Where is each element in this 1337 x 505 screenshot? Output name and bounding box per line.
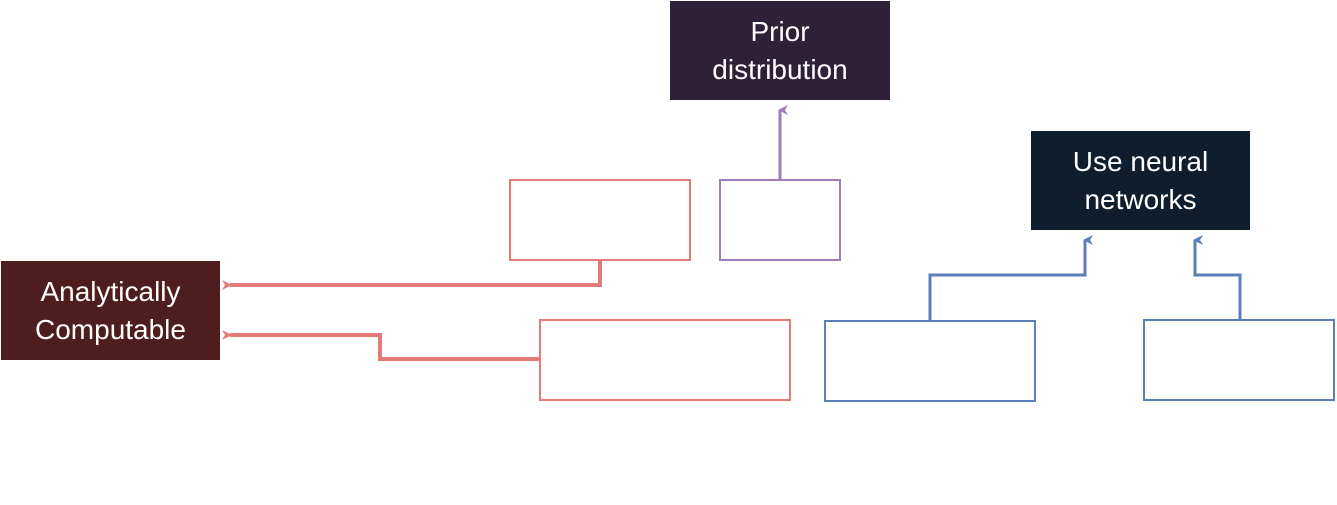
empty-box-red-top	[509, 179, 691, 261]
empty-box-purple	[719, 179, 841, 261]
neural-networks-box: Use neural networks	[1031, 131, 1250, 230]
prior-distribution-label: Prior distribution	[712, 15, 848, 85]
connector-blue-left	[928, 235, 1093, 320]
connector-red-top	[222, 261, 602, 290]
neural-networks-label: Use neural networks	[1072, 145, 1209, 215]
empty-box-blue-left	[824, 320, 1036, 402]
empty-box-blue-right	[1143, 319, 1335, 401]
analytically-computable-box: Analytically Computable	[1, 261, 220, 360]
connector-red-bottom	[222, 330, 539, 361]
analytically-computable-label: Analytically Computable	[35, 275, 186, 345]
empty-box-red-bottom	[539, 319, 791, 401]
connector-blue-right	[1193, 235, 1242, 319]
prior-distribution-box: Prior distribution	[670, 1, 890, 100]
